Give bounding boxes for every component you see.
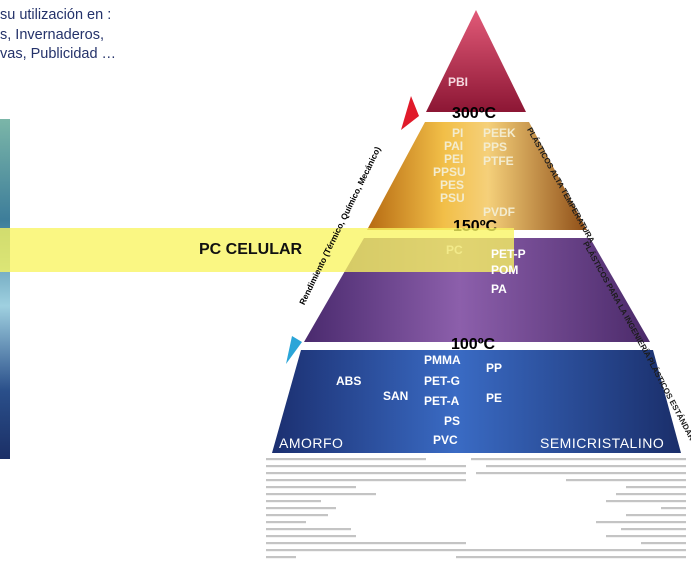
greenhouse-photo — [0, 119, 10, 459]
material-pai: PAI — [444, 139, 464, 153]
intro-line-3: vas, Publicidad … — [0, 46, 117, 62]
material-pbi: PBI — [448, 75, 468, 89]
material-pet-g: PET-G — [424, 374, 461, 388]
tier-standard — [272, 350, 681, 453]
arrow-down-icon — [286, 336, 302, 364]
material-pmma: PMMA — [424, 353, 461, 367]
material-pet-a: PET-A — [424, 394, 460, 408]
arrow-up-icon — [401, 96, 419, 130]
material-pc: PC — [446, 243, 463, 257]
material-pi: PI — [452, 126, 464, 140]
material-pei: PEI — [444, 152, 464, 166]
material-ppsu: PPSU — [433, 165, 466, 179]
material-pom: POM — [491, 263, 519, 277]
pc-celular-highlight — [0, 228, 514, 272]
intro-text: su utilización en : s, Invernaderos, vas… — [0, 6, 200, 65]
temp-100: 100ºC — [451, 336, 496, 353]
material-abs: ABS — [336, 374, 362, 388]
material-pp: PP — [486, 361, 503, 375]
material-pps: PPS — [483, 140, 508, 154]
material-pes: PES — [440, 178, 465, 192]
material-pvdf: PVDF — [483, 205, 516, 219]
material-ptfe: PTFE — [483, 154, 514, 168]
material-pa: PA — [491, 282, 507, 296]
footer-semicrystalline: SEMICRISTALINO — [540, 435, 665, 451]
intro-line-1: su utilización en : — [0, 7, 112, 23]
material-pvc: PVC — [433, 433, 458, 447]
material-ps: PS — [444, 414, 461, 428]
description-text-block — [266, 458, 686, 559]
pc-celular-label: PC CELULAR — [199, 241, 303, 258]
material-pet-p: PET-P — [491, 247, 526, 261]
material-psu: PSU — [440, 191, 465, 205]
material-san: SAN — [383, 389, 409, 403]
temp-300: 300ºC — [452, 105, 497, 122]
tier-high-temperature — [367, 122, 587, 230]
tier-pbi — [426, 10, 526, 112]
material-pe: PE — [486, 391, 503, 405]
footer-amorphous: AMORFO — [279, 435, 344, 451]
intro-line-2: s, Invernaderos, — [0, 26, 104, 43]
material-peek: PEEK — [483, 126, 516, 140]
